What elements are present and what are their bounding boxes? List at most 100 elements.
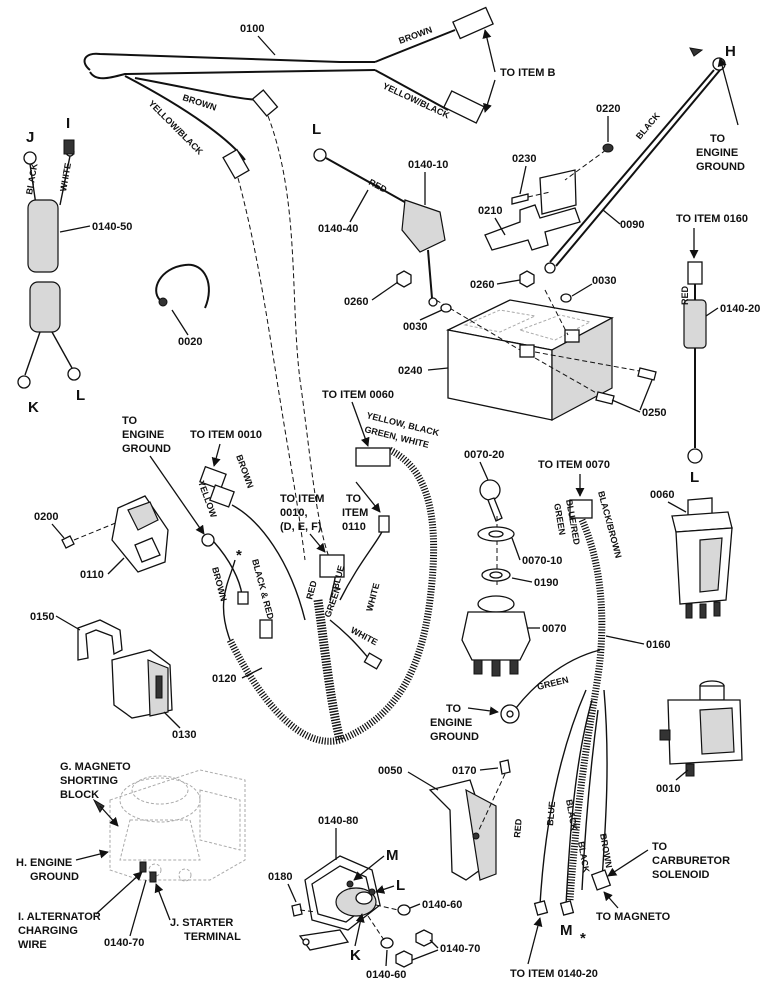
callout-to-engine-ground-h-3: GROUND	[696, 161, 745, 173]
label-0070-20: 0070-20	[464, 449, 504, 461]
wire-label-white-i: WHITE	[58, 162, 73, 192]
wire-label-black-brown: BLACK/BROWN	[596, 490, 624, 559]
label-0240: 0240	[398, 365, 422, 377]
callout-to-engine-ground-left-2: ENGINE	[122, 429, 164, 441]
label-0210: 0210	[478, 205, 502, 217]
label-0140-60-a: 0140-60	[422, 899, 462, 911]
callout-to-carb-2: CARBURETOR	[652, 855, 730, 867]
label-0140-70-a: 0140-70	[104, 937, 144, 949]
wire-label-brown-ground: BROWN	[210, 566, 229, 602]
label-0140-60-b: 0140-60	[366, 969, 406, 981]
letter-k: K	[28, 399, 39, 416]
label-0090: 0090	[620, 219, 644, 231]
switch-0060	[671, 497, 733, 619]
callout-to-item-0070: TO ITEM 0070	[538, 459, 610, 471]
label-0050: 0050	[378, 765, 402, 777]
label-0110: 0110	[80, 569, 104, 581]
label-0030-a: 0030	[403, 321, 427, 333]
wire-label-black-red: BLACK & RED	[250, 558, 276, 621]
switch-0010	[659, 680, 743, 777]
boot-0140-10	[401, 199, 446, 253]
wire-label-black-bottom-2: BLACK	[576, 841, 591, 874]
engine-callout-j-2: TERMINAL	[184, 931, 241, 943]
wire-label-green-harness: GREEN	[322, 585, 342, 619]
star-a: *	[236, 547, 242, 564]
wire-0140-50	[17, 139, 81, 389]
wire-label-green-0070: GREEN	[552, 503, 567, 536]
bracket-0150	[77, 619, 123, 661]
engine-callout-g-2: SHORTING	[60, 775, 118, 787]
callout-to-item-0010-def-1: TO ITEM	[280, 493, 324, 505]
bracket-0050	[428, 779, 481, 881]
label-0010: 0010	[656, 783, 680, 795]
label-0260-b: 0260	[470, 279, 494, 291]
wire-label-white-lower: WHITE	[349, 625, 379, 647]
callout-to-item-0010-def-2: 0010,	[280, 507, 308, 519]
wire-label-brown: BROWN	[397, 25, 433, 46]
label-0140-40: 0140-40	[318, 223, 358, 235]
label-0230: 0230	[512, 153, 536, 165]
callout-to-item-0060: TO ITEM 0060	[322, 389, 394, 401]
callout-to-engine-ground-left-3: GROUND	[122, 443, 171, 455]
label-0140-80: 0140-80	[318, 815, 358, 827]
callout-to-item-0140-20: TO ITEM 0140-20	[510, 968, 598, 980]
wire-label-brown-mid: BROWN	[181, 92, 217, 112]
label-0140-50: 0140-50	[92, 221, 132, 233]
label-0140-10: 0140-10	[408, 159, 448, 171]
letter-l-mid: L	[396, 877, 405, 894]
wire-label-white-0110: WHITE	[364, 582, 381, 613]
label-0200: 0200	[34, 511, 58, 523]
wire-0020	[155, 263, 210, 309]
wire-label-brown-bottom: BROWN	[598, 833, 614, 869]
wire-label-blue-bottom: BLUE	[545, 801, 557, 826]
harness-0120	[199, 446, 438, 745]
label-0260-a: 0260	[344, 296, 368, 308]
bracket-0210	[484, 204, 581, 251]
solenoid-0140-80	[298, 855, 381, 951]
engine-callout-i-3: WIRE	[18, 939, 47, 951]
harness-0100	[83, 6, 494, 561]
callout-to-item-0160: TO ITEM 0160	[676, 213, 748, 225]
letter-l-top: L	[312, 121, 321, 138]
callout-to-carb-1: TO	[652, 841, 668, 853]
label-0120: 0120	[212, 673, 236, 685]
letter-m-bottom: M	[560, 922, 573, 939]
wire-label-green-0160: GREEN	[536, 674, 569, 691]
letter-m-mid: M	[386, 847, 399, 864]
callout-to-engine-ground-mid-2: ENGINE	[430, 717, 472, 729]
key-0070-20	[479, 479, 503, 522]
label-0180: 0180	[268, 871, 292, 883]
label-0070: 0070	[542, 623, 566, 635]
callout-to-item-0110-1: TO	[346, 493, 362, 505]
label-0130: 0130	[172, 729, 196, 741]
engine	[109, 769, 246, 883]
wire-label-red-bottom: RED	[512, 818, 524, 838]
label-0100: 0100	[240, 23, 264, 35]
callout-to-magneto: TO MAGNETO	[596, 911, 671, 923]
callout-to-engine-ground-h-1: TO	[710, 133, 726, 145]
wire-label-brown-0010: BROWN	[234, 453, 255, 489]
label-0020: 0020	[178, 336, 202, 348]
engine-callout-i-1: I. ALTERNATOR	[18, 911, 101, 923]
callout-to-item-0010-def-3: (D, E, F)	[280, 521, 322, 533]
label-0190: 0190	[534, 577, 558, 589]
letter-l-left: L	[76, 387, 85, 404]
callout-to-engine-ground-h-2: ENGINE	[696, 147, 738, 159]
label-0220: 0220	[596, 103, 620, 115]
wire-label-yellow-black: YELLOW/BLACK	[381, 81, 451, 121]
callout-to-engine-ground-mid-1: TO	[446, 703, 462, 715]
label-0160: 0160	[646, 639, 670, 651]
wire-label-red-harness: RED	[304, 579, 319, 600]
label-0060: 0060	[650, 489, 674, 501]
letter-i: I	[66, 115, 70, 132]
label-0150: 0150	[30, 611, 54, 623]
callout-to-carb-3: SOLENOID	[652, 869, 710, 881]
wire-label-black-bottom-1: BLACK	[564, 799, 579, 832]
label-0140-70-b: 0140-70	[440, 943, 480, 955]
engine-callout-g-1: G. MAGNETO	[60, 761, 131, 773]
letter-j: J	[26, 129, 34, 146]
engine-callout-i-2: CHARGING	[18, 925, 78, 937]
label-0170: 0170	[452, 765, 476, 777]
callout-to-engine-ground-left-1: TO	[122, 415, 138, 427]
